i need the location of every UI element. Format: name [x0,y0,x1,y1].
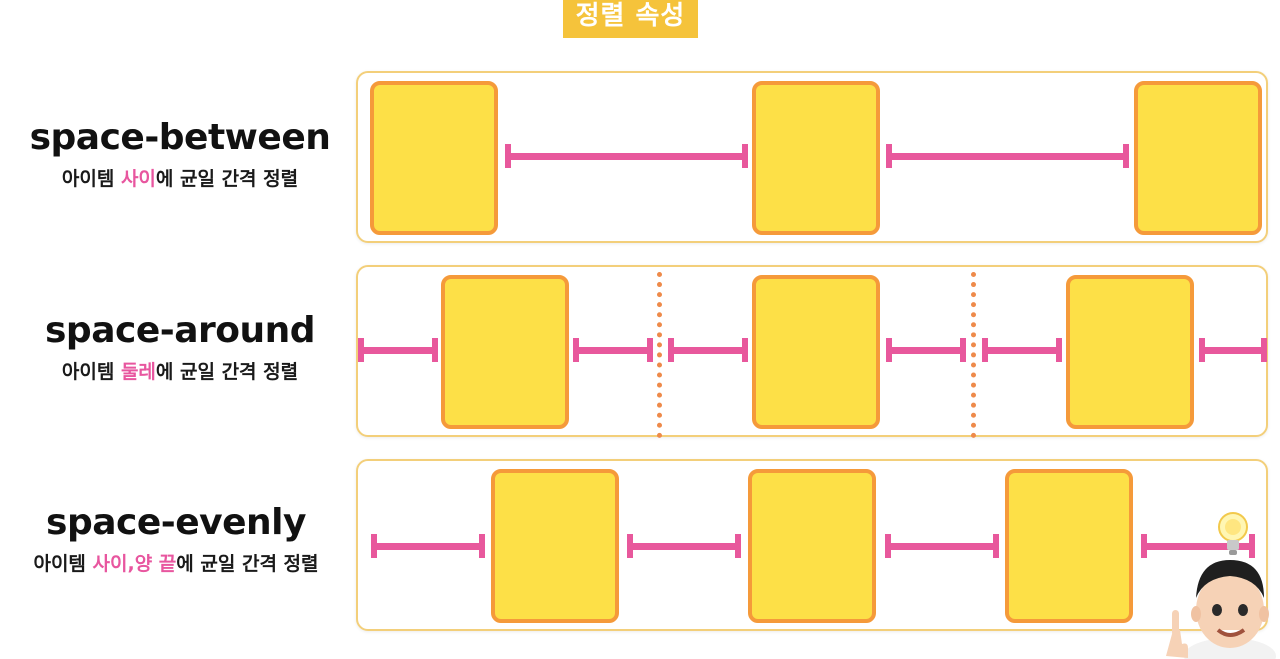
subtitle-highlight: 사이,양 끝 [92,552,177,575]
spacing-bar [885,534,999,558]
row-subtitle: 아이템 사이에 균일 간격 정렬 [61,167,299,190]
spacing-bar [627,534,741,558]
row-label-space-evenly: space-evenly 아이템 사이,양 끝에 균일 간격 정렬 [0,503,352,576]
section-title: 정렬 속성 [575,1,686,31]
row-title: space-evenly [46,502,306,543]
item-boundary-divider [971,272,976,438]
flex-item [748,469,876,623]
spacing-bar [668,338,748,362]
subtitle-highlight: 사이 [120,167,156,190]
subtitle-highlight: 둘레 [120,360,156,383]
section-title-badge: 정렬 속성 [563,0,698,38]
spacing-bar [505,144,748,168]
flex-item [1005,469,1133,623]
flex-item [752,81,880,235]
lightbulb-icon [1218,512,1248,555]
spacing-bar [982,338,1062,362]
spacing-bar [573,338,653,362]
row-label-space-between: space-between 아이템 사이에 균일 간격 정렬 [10,118,350,191]
flex-item [441,275,569,429]
spacing-bar [886,338,966,362]
spacing-bar [1199,338,1267,362]
row-title: space-between [29,117,331,158]
row-subtitle: 아이템 둘레에 균일 간격 정렬 [61,360,299,383]
flex-item [752,275,880,429]
flex-item [1134,81,1262,235]
flex-item [491,469,619,623]
spacing-bar [371,534,485,558]
item-boundary-divider [657,272,662,438]
spacing-bar [1141,534,1255,558]
flex-item [370,81,498,235]
avatar-pointing-icon [1166,560,1276,659]
spacing-bar [358,338,438,362]
flex-item [1066,275,1194,429]
row-subtitle: 아이템 사이,양 끝에 균일 간격 정렬 [33,552,319,575]
row-label-space-around: space-around 아이템 둘레에 균일 간격 정렬 [10,311,350,384]
row-title: space-around [45,310,316,351]
spacing-bar [886,144,1129,168]
